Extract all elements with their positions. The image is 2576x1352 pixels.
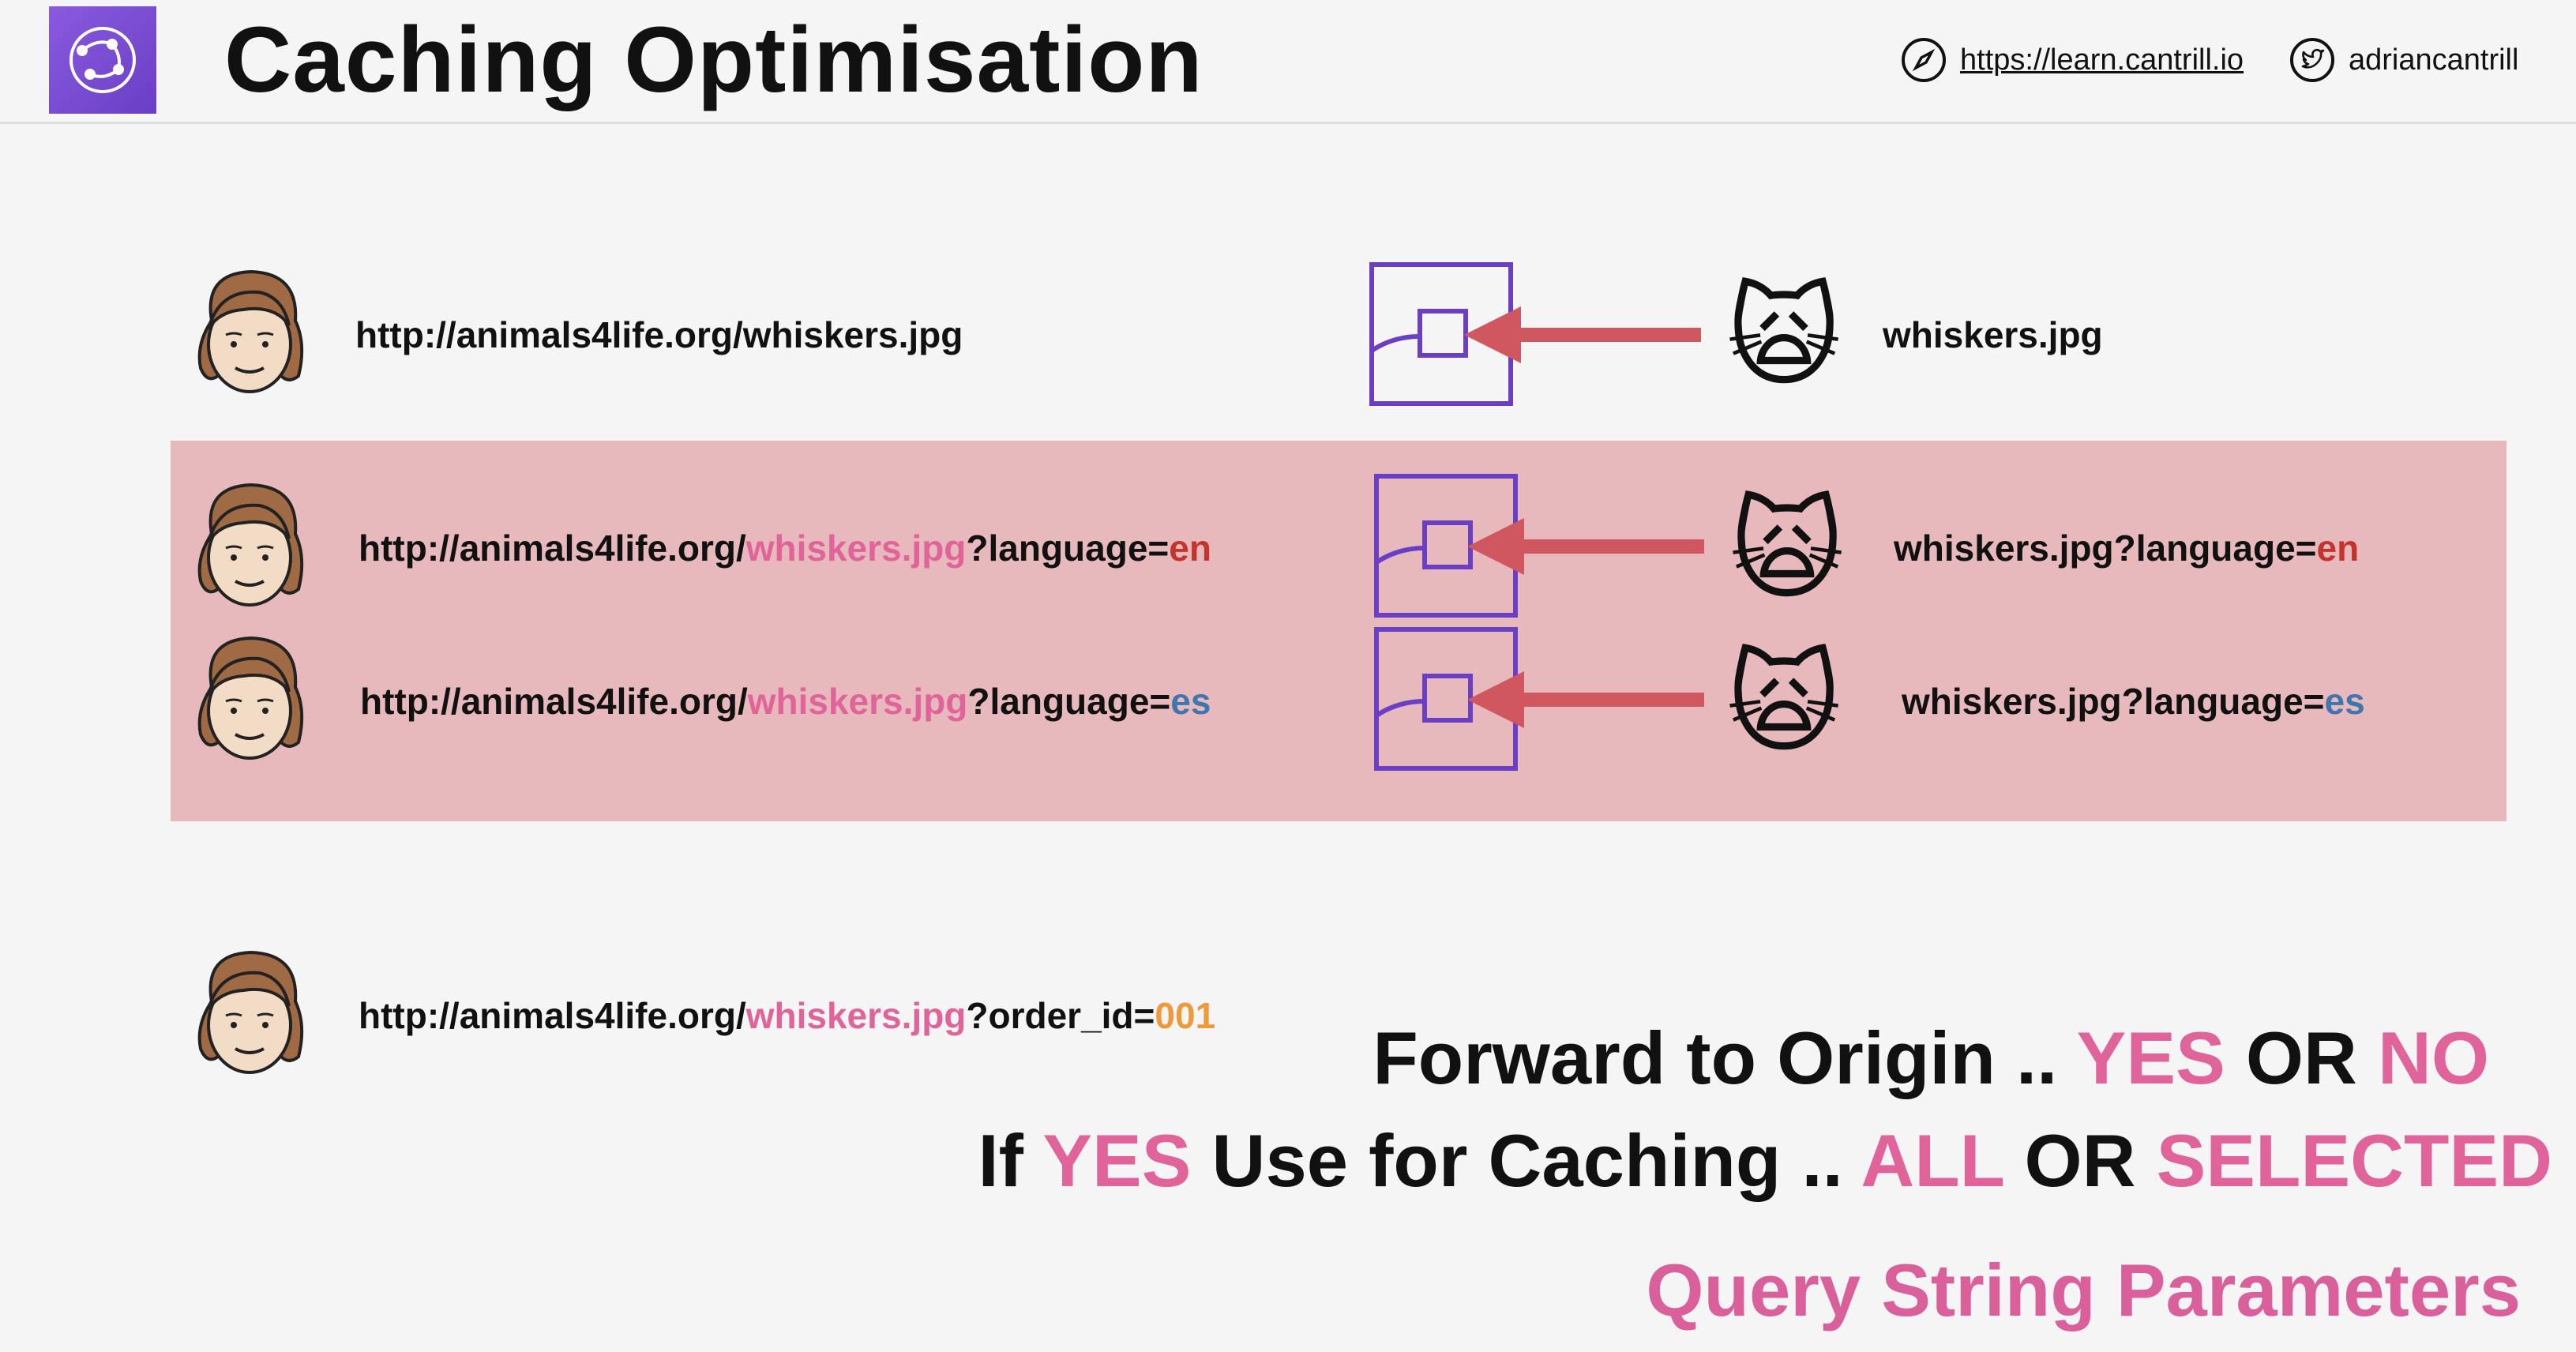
arrow-left-icon (1467, 671, 1704, 728)
origin-object-value: en (2316, 528, 2360, 569)
scared-cat-icon: 🙀 (1726, 641, 1842, 765)
request-url-4: http://animals4life.org/whiskers.jpg?ord… (359, 992, 1215, 1039)
user-avatar-icon (197, 483, 304, 607)
url-prefix: http://animals4life.org/ (360, 681, 748, 722)
request-url-3: http://animals4life.org/whiskers.jpg?lan… (360, 678, 1211, 725)
header-bar: Caching Optimisation https://learn.cantr… (0, 0, 2576, 124)
cloudfront-logo-icon (49, 6, 156, 114)
page-title: Caching Optimisation (224, 8, 1204, 112)
highlight-band (171, 441, 2507, 821)
origin-object-2: whiskers.jpg?language=en (1894, 524, 2359, 572)
or-label: OR (2003, 1119, 2157, 1202)
user-avatar-icon (197, 636, 304, 760)
user-avatar-icon (197, 950, 304, 1074)
url-prefix: http://animals4life.org/ (359, 528, 746, 569)
url-query-value: 001 (1155, 995, 1216, 1036)
site-link-label[interactable]: https://learn.cantrill.io (1960, 43, 2244, 77)
use-for-caching-line: If YES Use for Caching .. ALL OR SELECTE… (978, 1114, 2553, 1208)
url-file: whiskers.jpg (745, 528, 967, 569)
all-label: ALL (1861, 1119, 2004, 1202)
url-query-value: es (1170, 681, 1211, 722)
yes-label: YES (1042, 1119, 1192, 1202)
url-prefix: http://animals4life.org/ (359, 995, 746, 1036)
url-file: whiskers.jpg (747, 681, 968, 722)
no-label: NO (2378, 1016, 2489, 1099)
summary-text: Use for Caching .. (1191, 1119, 1861, 1202)
arrow-left-icon (1467, 518, 1704, 575)
url-query-value: en (1169, 528, 1211, 569)
site-link[interactable]: https://learn.cantrill.io (1900, 36, 2244, 84)
twitter-icon (2290, 38, 2334, 82)
scared-cat-icon: 🙀 (1729, 488, 1845, 612)
url-query: ?language= (967, 681, 1171, 722)
selected-label: SELECTED (2156, 1119, 2552, 1202)
if-label: If (978, 1119, 1043, 1202)
origin-object-prefix: whiskers.jpg?language= (1894, 528, 2317, 569)
social-link[interactable]: adriancantrill (2289, 36, 2518, 84)
or-label: OR (2225, 1016, 2378, 1099)
url-query: ?order_id= (966, 995, 1155, 1036)
origin-object-1: whiskers.jpg (1883, 311, 2103, 359)
arrow-left-icon (1464, 306, 1701, 363)
request-url-2: http://animals4life.org/whiskers.jpg?lan… (359, 524, 1211, 572)
origin-object-3: whiskers.jpg?language=es (1902, 678, 2365, 725)
origin-object-value: es (2324, 681, 2365, 722)
origin-object-prefix: whiskers.jpg?language= (1902, 681, 2325, 722)
request-url-text: http://animals4life.org/whiskers.jpg (355, 314, 963, 355)
social-handle: adriancantrill (2349, 43, 2519, 77)
scared-cat-icon: 🙀 (1726, 275, 1842, 399)
origin-object-text: whiskers.jpg (1883, 314, 2103, 355)
url-file: whiskers.jpg (745, 995, 967, 1036)
user-avatar-icon (197, 269, 304, 393)
query-string-parameters-heading: Query String Parameters (1646, 1249, 2521, 1331)
summary-text: Forward to Origin .. (1372, 1016, 2077, 1099)
yes-label: YES (2076, 1016, 2225, 1099)
url-query: ?language= (966, 528, 1170, 569)
forward-to-origin-line: Forward to Origin .. YES OR NO (1372, 1011, 2489, 1106)
request-url-1: http://animals4life.org/whiskers.jpg (355, 311, 963, 359)
compass-icon (1902, 38, 1946, 82)
